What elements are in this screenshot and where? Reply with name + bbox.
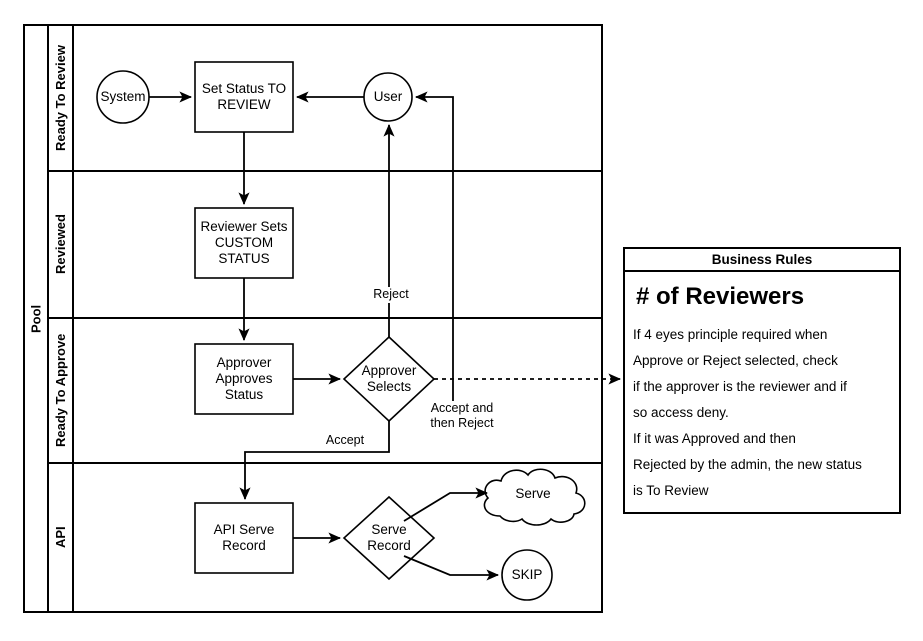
node-skip-shape: [501, 549, 553, 601]
node-skip-label[interactable]: SKIP: [511, 567, 543, 582]
edge-label-reject: Reject: [369, 287, 413, 303]
node-reviewer-sets-label[interactable]: Reviewer Sets CUSTOM STATUS: [200, 219, 288, 266]
business-rules-title: Business Rules: [711, 252, 813, 267]
business-rules-panel-frame: [623, 247, 901, 514]
edge-accept-then-reject-to-user: [414, 91, 454, 421]
edge-serve-record-to-serve: [403, 487, 489, 522]
node-api-serve-record-shape: [194, 502, 294, 574]
node-approver-approves-shape: [194, 343, 294, 415]
node-serve-label[interactable]: Serve: [515, 486, 551, 501]
node-approver-approves-label[interactable]: Approver Approves Status: [215, 355, 273, 402]
edge-label-accept: Accept: [320, 433, 370, 449]
node-serve-shape: [483, 468, 586, 526]
node-reviewer-sets-shape: [194, 207, 294, 279]
edge-serve-record-to-skip: [403, 555, 500, 581]
edge-label-accept-then-reject: Accept and then Reject: [418, 401, 506, 433]
business-rules-heading: # of Reviewers: [636, 283, 805, 310]
node-api-serve-record-label[interactable]: API Serve Record: [213, 522, 275, 553]
node-system-label[interactable]: System: [100, 89, 146, 104]
node-set-status-label[interactable]: Set Status TO REVIEW: [201, 81, 287, 112]
node-serve-record-label[interactable]: Serve Record: [367, 522, 411, 553]
node-approver-selects-label[interactable]: Approver Selects: [361, 363, 417, 394]
business-rules-body: If 4 eyes principle required when Approv…: [633, 327, 862, 498]
node-user-label[interactable]: User: [373, 89, 403, 104]
edge-accept-to-api-serve-record: [239, 421, 390, 501]
